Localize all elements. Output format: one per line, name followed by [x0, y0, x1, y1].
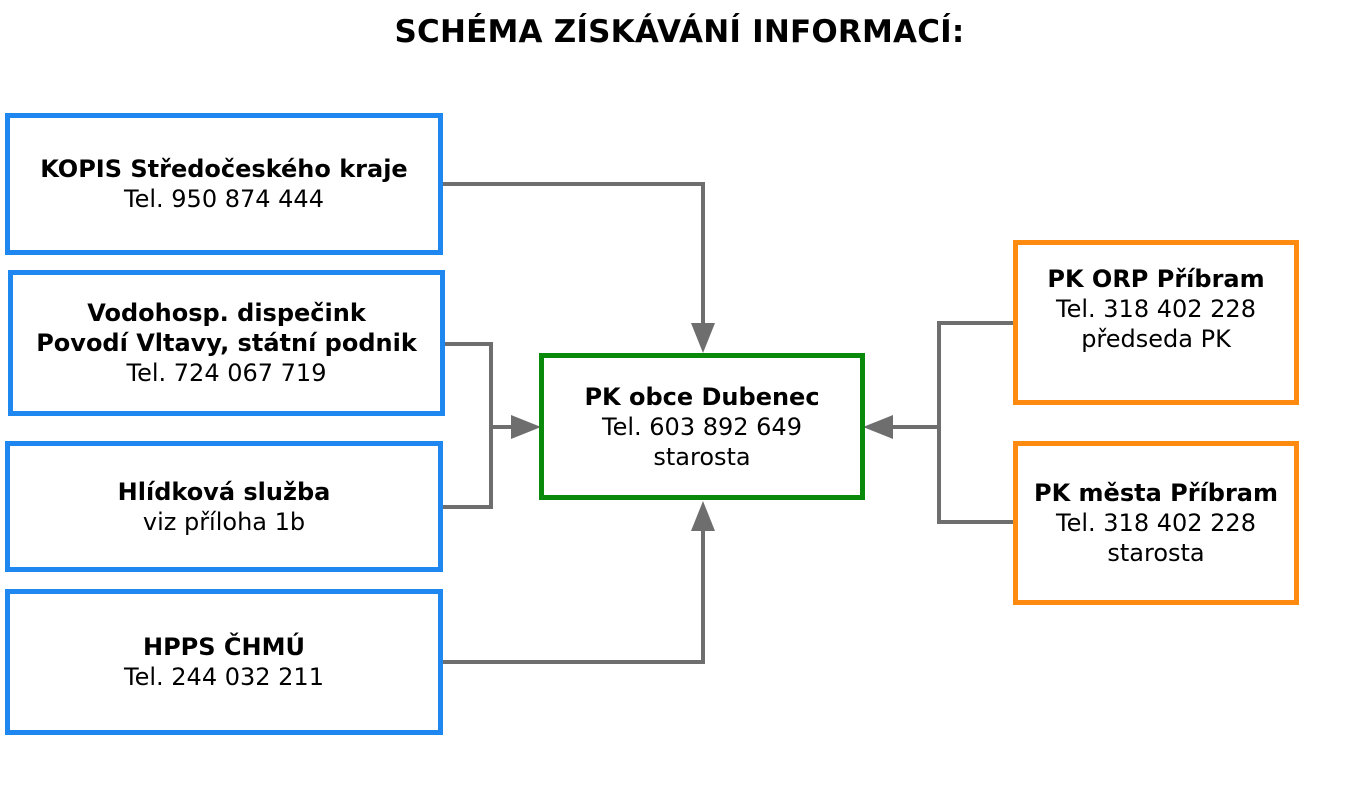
connector-vodohosp	[445, 342, 493, 427]
connector-orp	[937, 321, 1015, 427]
page-title: SCHÉMA ZÍSKÁVÁNÍ INFORMACÍ:	[394, 14, 965, 50]
center-phone: Tel. 603 892 649	[602, 412, 802, 441]
source-phone: Tel. 244 032 211	[124, 663, 324, 691]
source-pk-mesta-pribram: PK města Příbram Tel. 318 402 228 staros…	[1013, 441, 1299, 605]
source-role: předseda PK	[1081, 325, 1231, 353]
source-phone: Tel. 318 402 228	[1056, 509, 1256, 537]
connector-mesto	[937, 427, 1015, 524]
arrowhead-bottom	[691, 501, 715, 531]
source-name: PK města Příbram	[1033, 479, 1278, 507]
source-name: HPPS ČHMÚ	[143, 633, 305, 661]
source-name: Vodohosp. dispečink	[87, 299, 366, 327]
source-kopis: KOPIS Středočeského kraje Tel. 950 874 4…	[5, 113, 443, 255]
arrowhead-left	[511, 415, 541, 439]
source-hpps-chmu: HPPS ČHMÚ Tel. 244 032 211	[5, 589, 443, 735]
source-phone: Tel. 724 067 719	[126, 359, 327, 387]
source-name-line-2: Povodí Vltavy, státní podnik	[36, 329, 417, 357]
source-detail: viz příloha 1b	[142, 507, 306, 536]
arrow-hpps-to-center	[443, 527, 705, 664]
center-name: PK obce Dubenec	[584, 382, 820, 411]
source-phone: Tel. 318 402 228	[1056, 295, 1256, 323]
source-name: KOPIS Středočeského kraje	[40, 155, 408, 183]
center-pk-obce-dubenec: PK obce Dubenec Tel. 603 892 649 starost…	[539, 353, 865, 500]
source-name: PK ORP Příbram	[1047, 265, 1265, 293]
arrowhead-right	[863, 415, 893, 439]
arrow-kopis-to-center	[443, 182, 705, 328]
source-vodohosp-dispecink: Vodohosp. dispečink Povodí Vltavy, státn…	[8, 270, 445, 416]
source-name: Hlídková služba	[117, 477, 331, 506]
source-pk-orp-pribram: PK ORP Příbram Tel. 318 402 228 předseda…	[1013, 240, 1299, 405]
center-role: starosta	[653, 442, 751, 471]
source-role: starosta	[1107, 539, 1205, 567]
arrowhead-top	[691, 323, 715, 353]
connector-hlidkova	[443, 427, 493, 509]
source-hlidkova-sluzba: Hlídková služba viz příloha 1b	[5, 441, 443, 572]
source-phone: Tel. 950 874 444	[124, 185, 324, 213]
